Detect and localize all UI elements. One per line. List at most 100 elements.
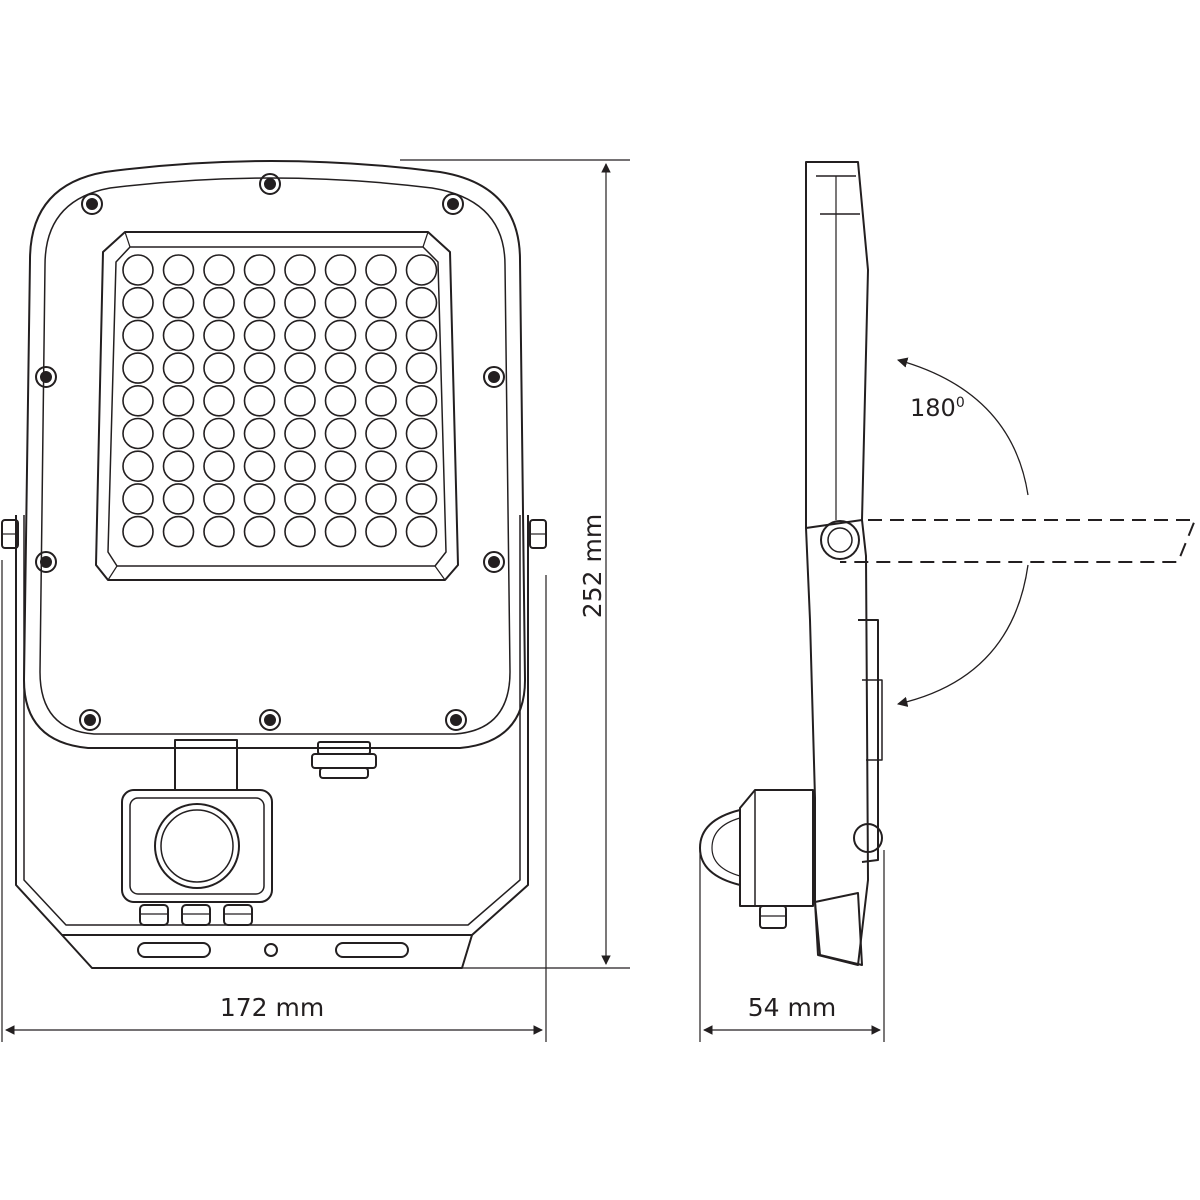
led-lens-icon	[324, 450, 357, 483]
led-lens-icon	[324, 352, 357, 384]
led-lens-icon	[162, 254, 195, 286]
rotation-angle-value: 180	[910, 394, 956, 422]
mounting-bracket	[15, 515, 529, 936]
width-label: 172 mm	[220, 993, 324, 1022]
screw-icon	[483, 366, 505, 388]
led-lens-icon	[122, 483, 154, 515]
led-lens-icon	[122, 319, 154, 352]
sensor-terminals	[139, 904, 253, 926]
side-housing-profile	[805, 161, 869, 529]
side-bracket-arm	[805, 519, 869, 966]
depth-label: 54 mm	[748, 993, 836, 1022]
led-lens-icon	[284, 417, 316, 450]
led-lens-icon	[284, 254, 316, 286]
led-lens-icon	[243, 319, 276, 352]
led-lens-icon	[162, 384, 195, 417]
led-lens-icon	[365, 483, 397, 515]
front-view	[1, 160, 547, 969]
led-lens-icon	[365, 515, 397, 548]
housing-outer	[23, 160, 526, 749]
led-lens-icon	[203, 286, 235, 319]
screw-icon	[259, 173, 281, 195]
rotation-angle-label: 1800	[910, 394, 965, 422]
screw-icon	[442, 193, 464, 215]
led-lens-icon	[405, 483, 438, 515]
led-lens-icon	[122, 352, 154, 384]
screw-icon	[35, 366, 57, 388]
led-lens-icon	[243, 286, 276, 319]
led-lens-icon	[284, 319, 316, 352]
led-lens-icon	[243, 483, 276, 515]
led-lens-icon	[405, 515, 438, 548]
led-lens-icon	[243, 254, 276, 286]
led-lens-icon	[365, 450, 397, 483]
led-lens-icon	[162, 417, 195, 450]
led-lens-icon	[365, 254, 397, 286]
base-hole	[264, 943, 278, 957]
led-lens-icon	[162, 286, 195, 319]
bracket-base	[61, 934, 473, 969]
led-lens-icon	[284, 384, 316, 417]
led-lens-icon	[203, 417, 235, 450]
led-lens-icon	[243, 450, 276, 483]
led-lens-icon	[365, 384, 397, 417]
led-lens-icon	[324, 483, 357, 515]
led-lens-icon	[203, 515, 235, 548]
led-lens-icon	[405, 417, 438, 450]
dimension-lines	[1, 159, 885, 1042]
housing-inner	[39, 177, 511, 735]
led-lens-icon	[284, 450, 316, 483]
led-lens-icon	[284, 515, 316, 548]
led-lens-icon	[324, 319, 357, 352]
led-lens-icon	[122, 515, 154, 548]
led-lens-icon	[203, 254, 235, 286]
pivot-icon	[820, 520, 860, 560]
side-view	[699, 161, 1196, 966]
led-lens-icon	[365, 286, 397, 319]
led-lens-icon	[405, 286, 438, 319]
led-lens-icon	[122, 286, 154, 319]
led-lens-icon	[162, 450, 195, 483]
led-lens-icon	[405, 352, 438, 384]
led-lens-icon	[405, 319, 438, 352]
led-lens-icon	[324, 515, 357, 548]
led-lens-icon	[284, 483, 316, 515]
mounting-bracket-inner	[23, 515, 521, 926]
led-lens-icon	[122, 417, 154, 450]
led-grid	[122, 254, 438, 548]
screw-icon	[81, 193, 103, 215]
rotation-angle-suffix: 0	[956, 395, 965, 411]
screw-icon	[259, 709, 281, 731]
led-lens-icon	[365, 417, 397, 450]
screw-icon	[79, 709, 101, 731]
height-label: 252 mm	[578, 514, 607, 618]
screw-icon	[35, 551, 57, 573]
led-lens-icon	[243, 352, 276, 384]
led-lens-icon	[122, 254, 154, 286]
rotation-arc-upper	[896, 357, 1029, 496]
led-lens-icon	[203, 450, 235, 483]
side-bracket-plate	[858, 619, 879, 863]
led-lens-icon	[324, 254, 357, 286]
led-lens-icon	[243, 515, 276, 548]
led-lens-icon	[203, 352, 235, 384]
led-lens-icon	[122, 384, 154, 417]
led-lens-icon	[365, 319, 397, 352]
led-lens-icon	[203, 319, 235, 352]
side-motion-sensor-icon	[699, 789, 814, 929]
led-lens-icon	[405, 384, 438, 417]
screws	[35, 173, 505, 731]
led-lens-icon	[324, 286, 357, 319]
led-lens-icon	[405, 450, 438, 483]
rotated-housing-dashed	[840, 519, 1196, 563]
side-lower-plate	[814, 892, 863, 966]
led-lens-icon	[122, 450, 154, 483]
led-lens-icon	[324, 417, 357, 450]
led-lens-icon	[284, 286, 316, 319]
led-lens-icon	[324, 384, 357, 417]
led-lens-icon	[162, 515, 195, 548]
base-slot-right	[335, 942, 409, 958]
led-lens-icon	[203, 483, 235, 515]
led-lens-icon	[405, 254, 438, 286]
